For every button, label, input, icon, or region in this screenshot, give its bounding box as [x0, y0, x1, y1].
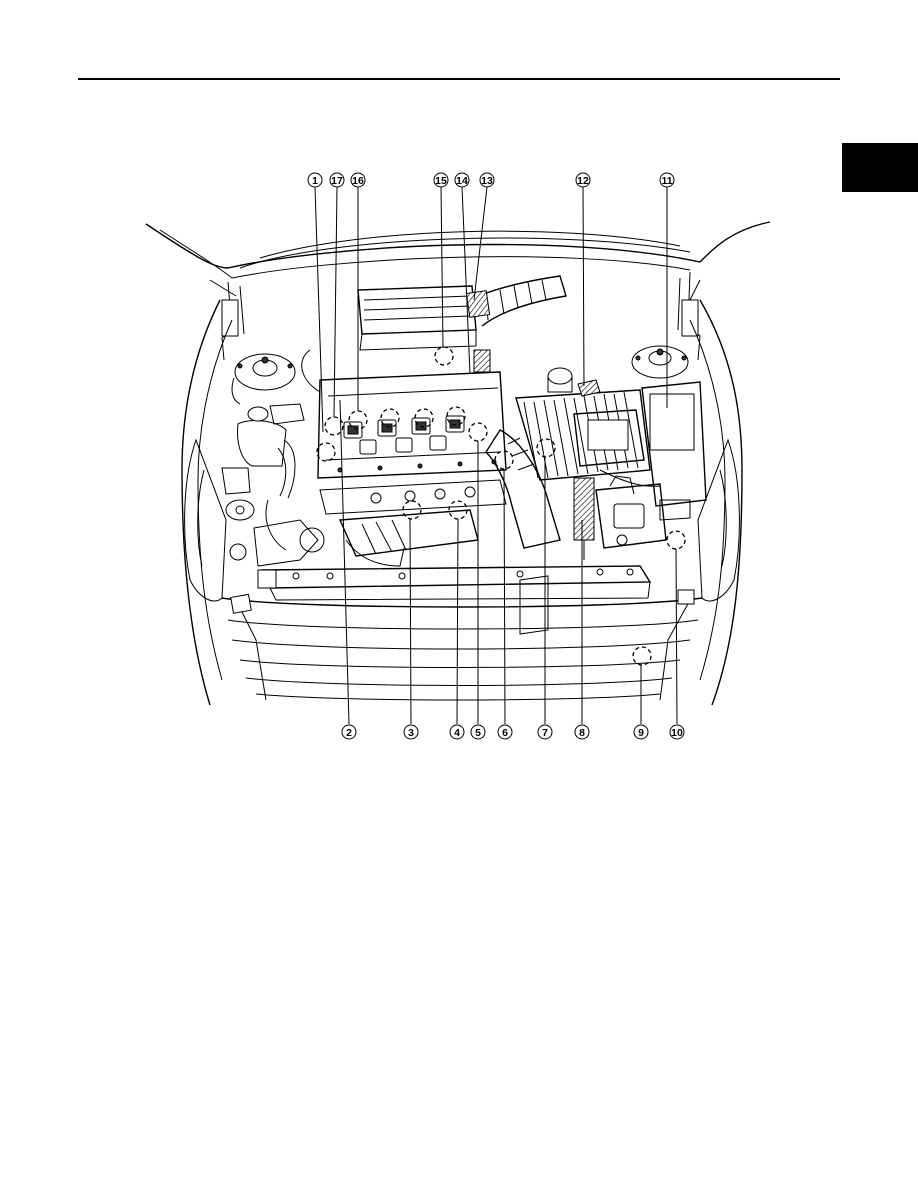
callout-10: 10 — [669, 724, 685, 740]
svg-text:4: 4 — [454, 727, 460, 739]
svg-text:13: 13 — [481, 175, 493, 187]
svg-text:6: 6 — [502, 727, 508, 739]
marker-10 — [666, 530, 686, 550]
marker-16b — [380, 408, 400, 428]
callout-16: 16 — [350, 172, 366, 188]
callout-6: 6 — [497, 724, 513, 740]
svg-text:15: 15 — [435, 175, 447, 187]
svg-text:14: 14 — [456, 175, 468, 187]
svg-text:7: 7 — [542, 727, 548, 739]
section-tab — [842, 143, 918, 192]
callout-17: 17 — [329, 172, 345, 188]
svg-text:8: 8 — [579, 727, 585, 739]
svg-text:12: 12 — [577, 175, 589, 187]
svg-text:10: 10 — [671, 727, 683, 739]
callout-8: 8 — [574, 724, 590, 740]
svg-text:17: 17 — [331, 175, 343, 187]
svg-text:2: 2 — [346, 727, 352, 739]
engine-illustration — [145, 221, 771, 706]
callout-14: 14 — [454, 172, 470, 188]
svg-text:11: 11 — [661, 175, 672, 187]
callouts-top: 1 17 16 15 14 13 12 11 — [307, 172, 675, 188]
svg-text:3: 3 — [408, 727, 414, 739]
leader-lines — [314, 186, 678, 725]
marker-7 — [536, 438, 556, 458]
marker-3 — [402, 500, 422, 520]
callout-2: 2 — [341, 724, 357, 740]
callout-3: 3 — [403, 724, 419, 740]
callout-12: 12 — [575, 172, 591, 188]
svg-text:9: 9 — [638, 727, 644, 739]
callout-5: 5 — [470, 724, 486, 740]
callout-13: 13 — [479, 172, 495, 188]
marker-15 — [434, 346, 454, 366]
svg-text:16: 16 — [352, 175, 364, 187]
callout-1: 1 — [307, 172, 323, 188]
marker-6 — [494, 450, 514, 470]
callout-9: 9 — [633, 724, 649, 740]
callout-4: 4 — [449, 724, 465, 740]
marker-13b — [446, 406, 466, 426]
marker-5 — [468, 422, 488, 442]
header-rule — [78, 78, 840, 80]
svg-text:1: 1 — [312, 175, 318, 187]
ignition-coils — [343, 415, 465, 455]
callout-7: 7 — [537, 724, 553, 740]
svg-text:5: 5 — [475, 727, 481, 739]
marker-2 — [316, 442, 336, 462]
callout-15: 15 — [433, 172, 449, 188]
marker-16c — [414, 408, 434, 428]
marker-9 — [632, 646, 652, 666]
callouts-bottom: 2 3 4 5 6 7 8 9 — [341, 724, 685, 740]
callout-11: 11 — [659, 172, 675, 188]
